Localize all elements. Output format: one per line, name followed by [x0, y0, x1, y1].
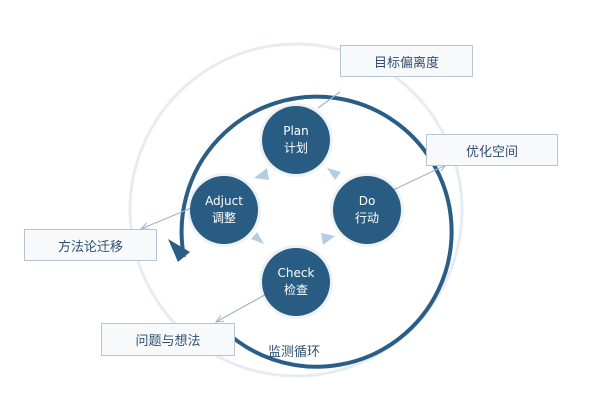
node-plan-en: Plan — [283, 124, 309, 138]
output-method-transfer-label: 方法论迁移 — [57, 239, 123, 255]
node-check-en: Check — [277, 266, 315, 280]
output-box-optimization-space: 优化空间 — [426, 134, 558, 166]
node-adjust-zh: 调整 — [211, 211, 236, 225]
output-problems-thoughts-label: 问题与想法 — [135, 334, 201, 349]
node-check-zh: 检查 — [283, 283, 308, 297]
node-do: Do 行动 — [333, 176, 401, 244]
output-box-method-transfer: 方法论迁移 — [24, 229, 157, 261]
node-check: Check 检查 — [262, 248, 330, 316]
monitoring-loop — [179, 94, 454, 369]
node-plan-zh: 计划 — [283, 141, 308, 155]
loop-arrowhead — [168, 239, 190, 262]
pointer-optimization-space — [388, 165, 446, 193]
output-optimization-space-label: 优化空间 — [465, 144, 518, 160]
arrow-do-to-check — [321, 233, 335, 245]
output-goal-deviation-label: 目标偏离度 — [373, 55, 439, 71]
arrow-adjust-to-plan — [254, 168, 269, 180]
arrow-check-to-adjust — [251, 232, 264, 244]
output-box-goal-deviation: 目标偏离度 — [340, 45, 473, 77]
arrow-plan-to-do — [327, 168, 341, 180]
node-do-en: Do — [358, 194, 376, 208]
node-adjust-en: Adjuct — [205, 194, 243, 208]
pointer-goal-deviation — [317, 91, 341, 109]
loop-label: 监测循环 — [268, 345, 321, 360]
node-adjust: Adjuct 调整 — [190, 176, 258, 244]
node-do-zh: 行动 — [354, 211, 379, 225]
output-box-problems-thoughts: 问题与想法 — [101, 323, 235, 356]
outer-ring — [128, 42, 464, 378]
node-plan: Plan 计划 — [262, 106, 330, 174]
